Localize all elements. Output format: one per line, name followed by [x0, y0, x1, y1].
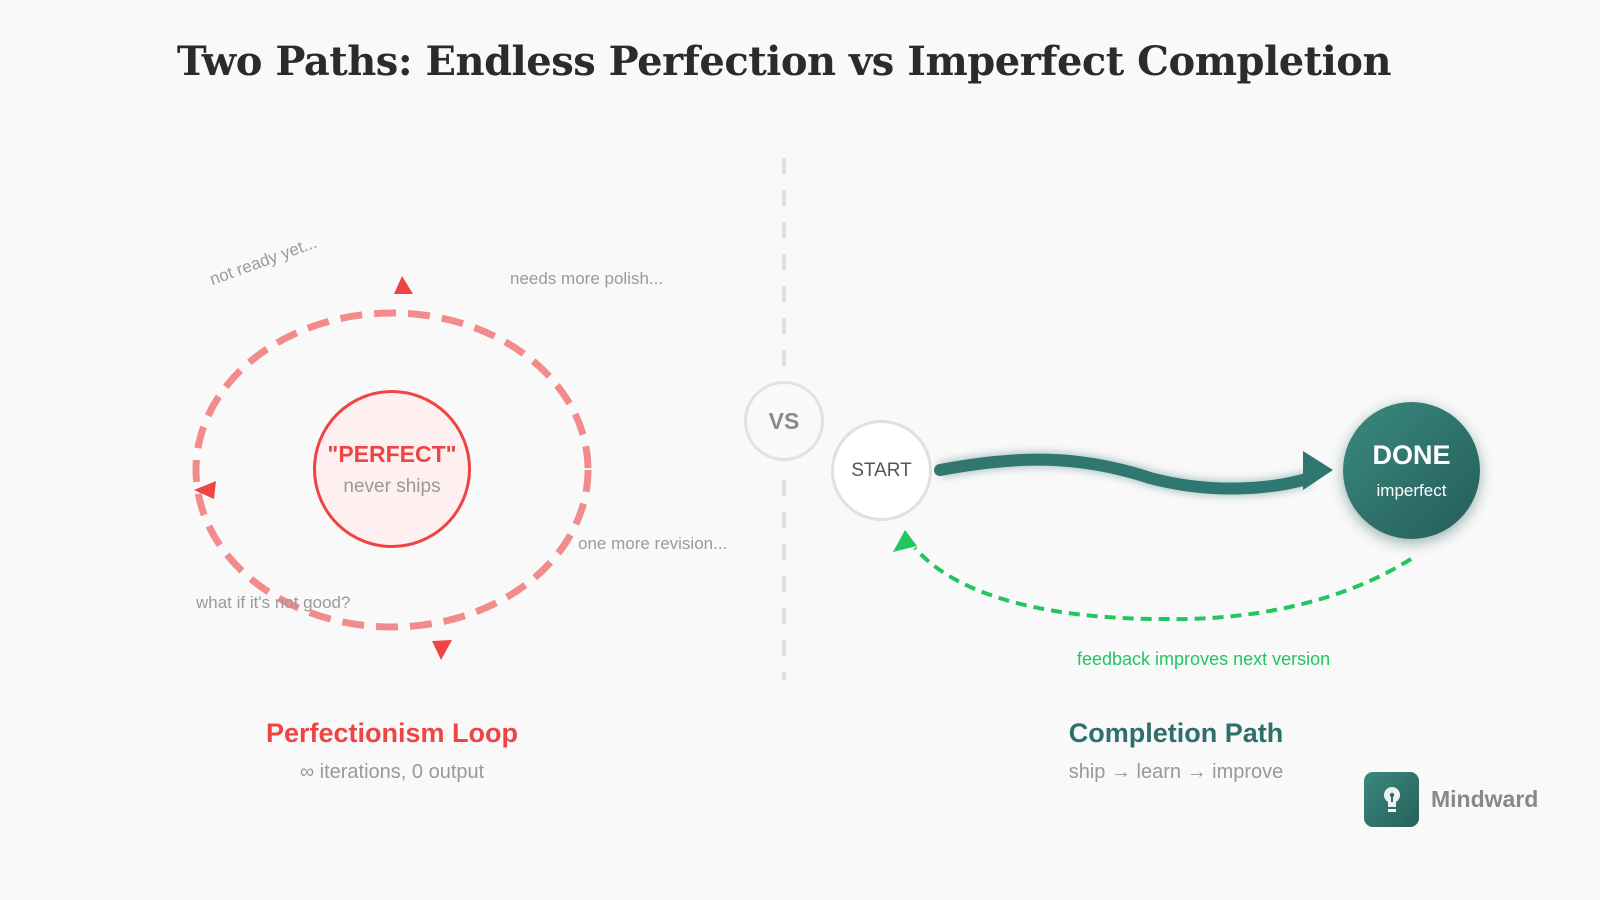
feedback-label: feedback improves next version	[1077, 649, 1331, 669]
completion-arrowhead-icon	[1303, 451, 1333, 490]
loop-arrow-left-icon	[194, 481, 216, 499]
done-sublabel: imperfect	[1376, 481, 1447, 500]
feedback-arrowhead-icon	[893, 530, 917, 552]
perfection-loop-path	[192, 309, 592, 631]
page-title: Two Paths: Endless Perfection vs Imperfe…	[176, 38, 1392, 85]
completion-caption: Completion Path ship → learn → improve	[976, 718, 1376, 784]
completion-arrow-path	[934, 453, 1316, 495]
perfectionism-subtitle: ∞ iterations, 0 output	[299, 761, 485, 783]
done-node: DONE imperfect	[1343, 402, 1480, 539]
loop-arrow-bottom-icon	[432, 640, 452, 660]
loop-arrow-top-icon	[394, 276, 413, 294]
lightbulb-icon	[1364, 772, 1419, 827]
perfectionism-caption: Perfectionism Loop ∞ iterations, 0 outpu…	[192, 718, 592, 784]
perfect-label: "PERFECT"	[327, 440, 457, 467]
done-label: DONE	[1372, 440, 1451, 470]
perfect-sublabel: never ships	[343, 475, 441, 497]
perfectionism-title: Perfectionism Loop	[265, 718, 519, 748]
perfect-node: "PERFECT" never ships	[313, 390, 471, 548]
thought-what-if: what if it's not good?	[196, 593, 351, 612]
start-node: START	[831, 420, 932, 521]
feedback-arrow-path	[913, 546, 1413, 622]
completion-title: Completion Path	[1068, 718, 1284, 748]
vs-badge: VS	[744, 381, 824, 461]
vs-label: VS	[768, 407, 800, 434]
brand: Mindward	[1364, 772, 1538, 827]
brand-name: Mindward	[1431, 786, 1539, 812]
thought-one-more-revision: one more revision...	[578, 534, 728, 553]
completion-subtitle: ship → learn → improve	[1068, 761, 1284, 783]
start-label: START	[851, 459, 912, 481]
thought-needs-polish: needs more polish...	[510, 269, 664, 288]
